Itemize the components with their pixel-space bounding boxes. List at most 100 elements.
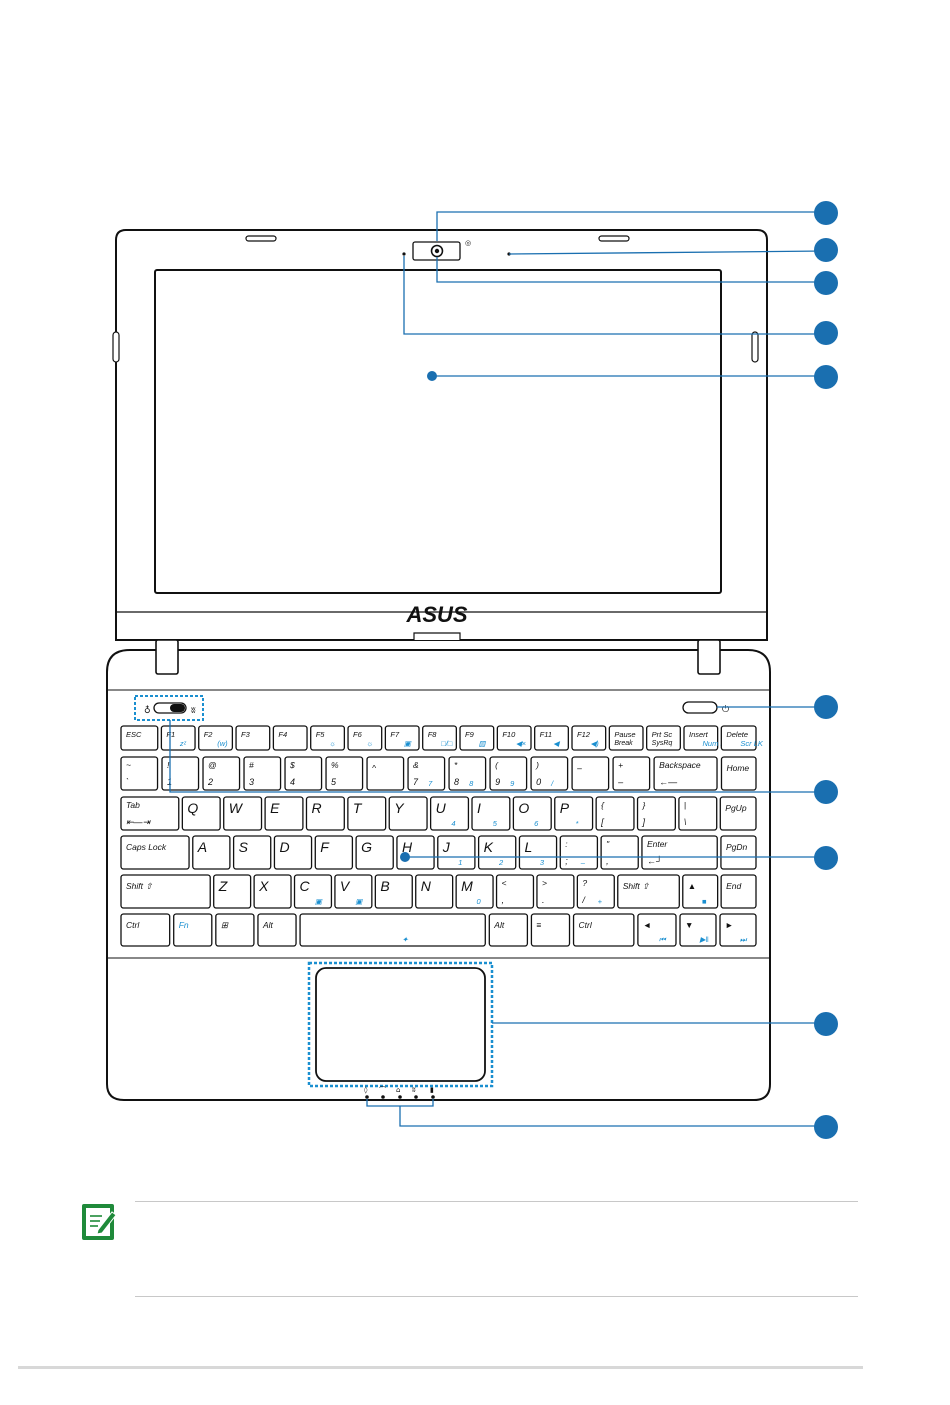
key-f9[interactable]: F9▨ [459, 725, 495, 751]
key-l[interactable]: L3 [518, 835, 558, 870]
key-f3[interactable]: F3 [235, 725, 271, 751]
key-shiftl[interactable]: Shift ⇧ [120, 874, 211, 909]
key-ctrll[interactable]: Ctrl [120, 913, 171, 947]
key-u[interactable]: U4 [429, 796, 470, 831]
key-k3[interactable]: #3 [243, 756, 282, 791]
key-semi[interactable]: :;– [559, 835, 599, 870]
key-f[interactable]: F [314, 835, 354, 870]
key-menu[interactable]: ≡ [530, 913, 571, 947]
key-k2[interactable]: @2 [202, 756, 241, 791]
key-esc[interactable]: ESC [120, 725, 159, 751]
key-caps[interactable]: Caps Lock [120, 835, 190, 870]
key-label: V [340, 878, 351, 894]
key-ctrlr[interactable]: Ctrl [572, 913, 635, 947]
key-left[interactable]: ◄⏮ [637, 913, 677, 947]
key-pgdn[interactable]: PgDn [720, 835, 757, 870]
key-k5[interactable]: %5 [325, 756, 364, 791]
key-space[interactable]: ✦ [299, 913, 486, 947]
key-label: G [361, 839, 372, 855]
key-f2[interactable]: F2(ᴡ) [198, 725, 234, 751]
key-x[interactable]: X [253, 874, 292, 909]
key-win[interactable]: ⊞ [215, 913, 255, 947]
key-t[interactable]: T [347, 796, 387, 831]
key-rbrace[interactable]: }] [636, 796, 676, 831]
key-lbrace[interactable]: {[ [595, 796, 635, 831]
touchpad[interactable] [315, 967, 486, 1082]
key-backspace[interactable]: Backspace←— [653, 756, 718, 791]
key-home[interactable]: Home [720, 756, 757, 791]
key-down[interactable]: ▼▶‖ [679, 913, 717, 947]
key-right[interactable]: ►⏭ [719, 913, 757, 947]
key-up[interactable]: ▲■ [682, 874, 719, 909]
power-icon: ⏻ [722, 704, 729, 715]
key-k[interactable]: K2 [477, 835, 517, 870]
key-pgup[interactable]: PgUp [719, 796, 757, 831]
key-f11[interactable]: F11◀ [534, 725, 569, 751]
key-i[interactable]: I5 [471, 796, 511, 831]
key-z[interactable]: Z [213, 874, 252, 909]
key-shiftr[interactable]: Shift ⇧ [617, 874, 680, 909]
key-n[interactable]: N [415, 874, 454, 909]
key-f6[interactable]: F6☼ [347, 725, 383, 751]
key-b[interactable]: B [374, 874, 413, 909]
key-label: + [618, 760, 623, 770]
key-m[interactable]: M0 [455, 874, 494, 909]
key-k1[interactable]: !1 [161, 756, 200, 791]
key-label: Ctrl [126, 920, 140, 930]
key-f12[interactable]: F12◀) [571, 725, 607, 751]
key-e[interactable]: E [264, 796, 304, 831]
key-label: % [331, 760, 339, 770]
key-slash[interactable]: ?/+ [576, 874, 615, 909]
key-end[interactable]: End [720, 874, 757, 909]
key-label: ▲ [688, 881, 696, 891]
key-f7[interactable]: F7▣ [384, 725, 420, 751]
key-y[interactable]: Y [388, 796, 428, 831]
key-h[interactable]: H [396, 835, 435, 870]
key-o[interactable]: O6 [512, 796, 552, 831]
key-quote[interactable]: ", [600, 835, 639, 870]
key-sublabel: 5 [331, 777, 337, 787]
key-v[interactable]: V▣ [334, 874, 373, 909]
key-label: F3 [241, 730, 251, 739]
key-a[interactable]: A [192, 835, 231, 870]
key-fn-label: ⏭ [740, 935, 748, 944]
key-altr[interactable]: Alt [488, 913, 529, 947]
key-d[interactable]: D [273, 835, 313, 870]
key-minus[interactable]: – [571, 756, 610, 791]
key-lt[interactable]: <, [495, 874, 535, 909]
key-r[interactable]: R [305, 796, 345, 831]
key-altl[interactable]: Alt [257, 913, 297, 947]
key-k4[interactable]: $4 [284, 756, 323, 791]
key-tilde[interactable]: ~` [120, 756, 159, 791]
key-f8[interactable]: F8□/□ [422, 725, 457, 751]
key-plus[interactable]: +– [612, 756, 651, 791]
key-f4[interactable]: F4 [272, 725, 308, 751]
key-k6[interactable]: ^ [366, 756, 405, 791]
key-label: O [518, 800, 529, 816]
key-p[interactable]: P* [554, 796, 594, 831]
key-label: Ctrl [579, 920, 593, 930]
power-switch[interactable] [682, 701, 718, 714]
key-pipe[interactable]: |\ [678, 796, 718, 831]
key-f10[interactable]: F10◀× [496, 725, 532, 751]
key-s[interactable]: S [232, 835, 272, 870]
key-j[interactable]: J1 [437, 835, 476, 870]
key-tab[interactable]: Tab⇤—⇥ [120, 796, 180, 831]
key-k0[interactable]: )0/ [530, 756, 569, 791]
key-w[interactable]: W [223, 796, 263, 831]
key-gt[interactable]: >. [536, 874, 575, 909]
key-c[interactable]: C▣ [293, 874, 333, 909]
key-g[interactable]: G [355, 835, 394, 870]
key-q[interactable]: Q [181, 796, 221, 831]
key-enter[interactable]: Enter←┘ [641, 835, 718, 870]
key-f5[interactable]: F5☼ [310, 725, 346, 751]
key-fn[interactable]: Fn [173, 913, 213, 947]
